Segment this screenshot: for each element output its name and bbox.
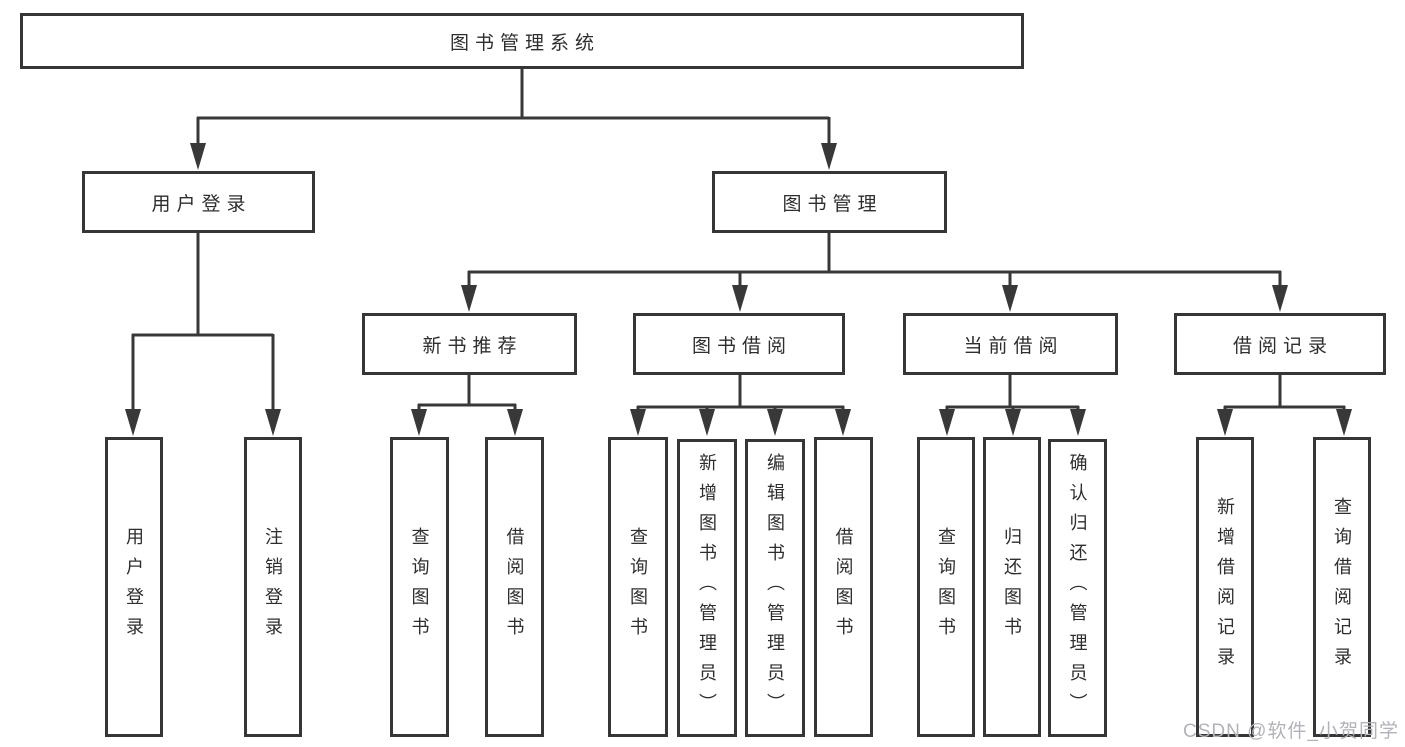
leaf-logout: 注销登录 [244, 437, 302, 737]
node-current-borrow: 当前借阅 [903, 313, 1118, 375]
csdn-watermark: CSDN @软件_小贺同学 [1183, 721, 1399, 742]
node-book-management: 图书管理 [712, 171, 947, 233]
arrowheads [125, 143, 1352, 436]
leaf-return-book: 归还图书 [983, 437, 1041, 737]
leaf-add-book-admin: 新增图书（管理员） [677, 439, 737, 737]
leaf-borrow-book-2: 借阅图书 [814, 437, 873, 737]
node-borrow-record: 借阅记录 [1174, 313, 1386, 375]
leaf-confirm-return-admin: 确认归还（管理员） [1048, 439, 1107, 737]
leaf-query-book-3: 查询图书 [917, 437, 975, 737]
node-new-book-recommend: 新书推荐 [362, 313, 577, 375]
leaf-user-login: 用户登录 [105, 437, 163, 737]
leaf-query-book-1: 查询图书 [390, 437, 449, 737]
node-book-borrow: 图书借阅 [633, 313, 845, 375]
node-root-library-management-system: 图书管理系统 [20, 13, 1024, 69]
leaf-edit-book-admin: 编辑图书（管理员） [745, 439, 805, 737]
node-user-login: 用户登录 [82, 171, 315, 233]
leaf-query-book-2: 查询图书 [608, 437, 668, 737]
leaf-query-borrow-record: 查询借阅记录 [1313, 437, 1371, 737]
leaf-add-borrow-record: 新增借阅记录 [1196, 437, 1254, 737]
leaf-borrow-book-1: 借阅图书 [485, 437, 544, 737]
